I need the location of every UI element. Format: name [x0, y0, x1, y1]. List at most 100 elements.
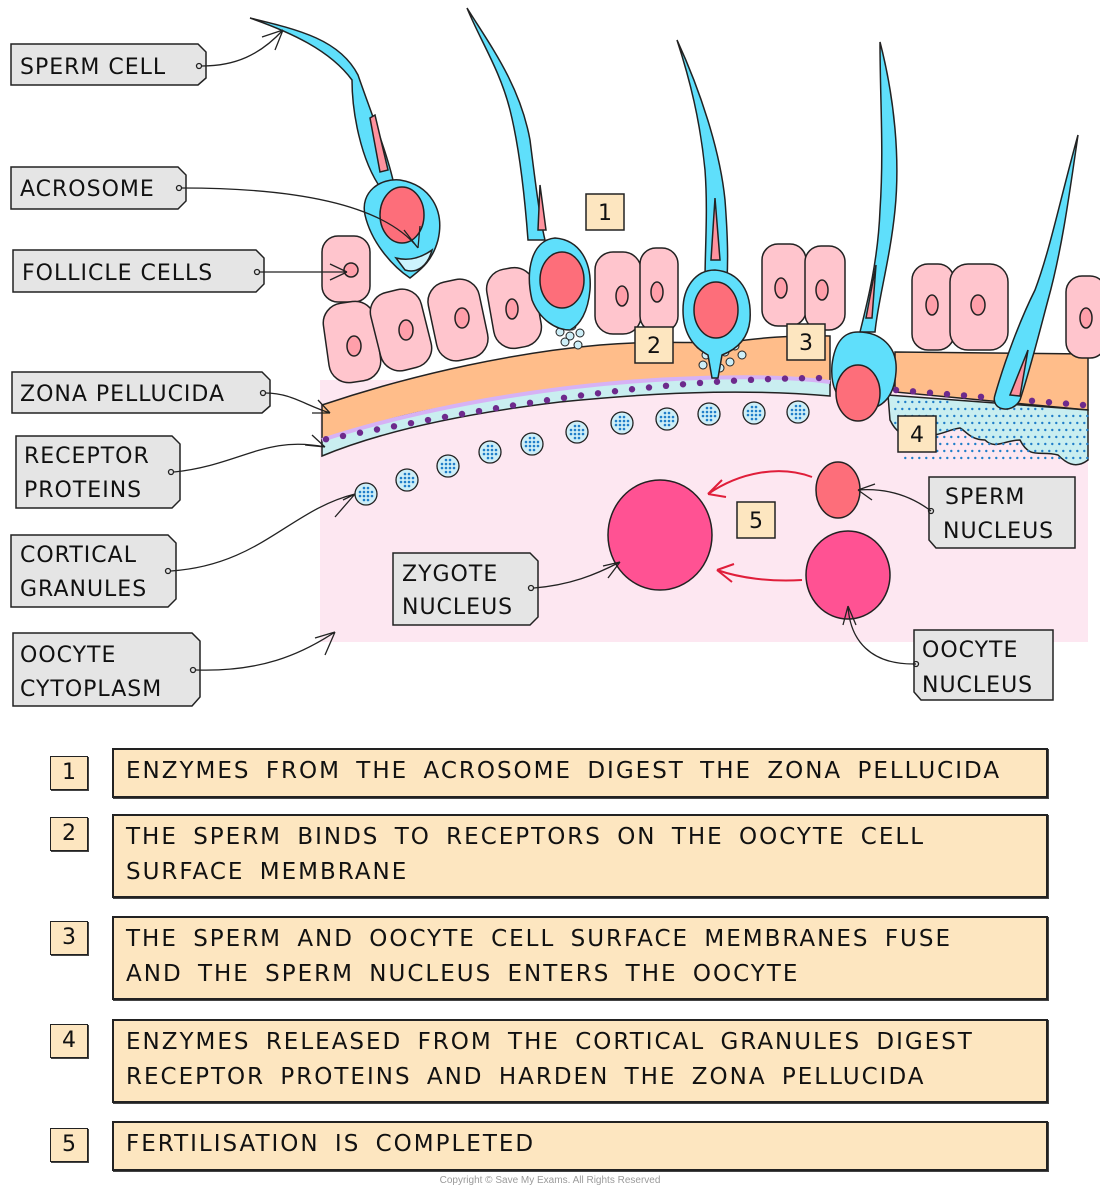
marker-5-text: 5 [749, 509, 763, 534]
receptor-protein [424, 416, 432, 424]
cortical-granule [697, 402, 721, 426]
cortical-granule [655, 407, 679, 431]
follicle-nucleus [343, 262, 359, 278]
step-number: 5 [50, 1128, 88, 1162]
receptor-protein [441, 413, 449, 421]
receptor-protein [1079, 401, 1087, 409]
marker-2-text: 2 [647, 334, 661, 359]
cortical-granule [436, 454, 460, 478]
step-text: FERTILISATION IS COMPLETED [112, 1121, 1048, 1171]
marker-2 [634, 326, 674, 364]
label-cortical-granules-1: CORTICAL [20, 543, 137, 568]
label-oocyte-nucleus-2: NUCLEUS [922, 673, 1033, 698]
receptor-protein [747, 376, 755, 384]
sperm-cell-4 [831, 41, 898, 422]
receptor-proteins [322, 374, 1087, 443]
label-receptor-proteins-2: PROTEINS [24, 478, 142, 503]
receptor-protein [373, 426, 381, 433]
label-acrosome: ACROSOME [20, 177, 155, 202]
zygote-nucleus [607, 479, 713, 591]
cortical-granule [478, 440, 502, 464]
cortical-granule [742, 401, 766, 425]
cortical-granule [610, 411, 634, 435]
label-zygote-nucleus-2: NUCLEUS [402, 595, 513, 620]
receptor-protein [662, 382, 670, 390]
receptor-protein [679, 381, 687, 388]
receptor-protein [526, 399, 534, 407]
label-sperm-nucleus-1: SPERM [945, 485, 1025, 510]
receptor-protein [509, 402, 517, 409]
receptor-protein [977, 393, 985, 400]
step-number: 4 [50, 1024, 88, 1058]
receptor-protein [560, 394, 568, 402]
receptor-protein [407, 419, 415, 427]
follicle-cells [321, 235, 1100, 384]
marker-1-text: 1 [598, 201, 612, 226]
receptor-protein [594, 390, 602, 397]
receptor-protein [390, 423, 398, 430]
receptor-protein [611, 388, 619, 395]
cortical-granules [354, 400, 810, 506]
step-number: 3 [50, 921, 88, 955]
marker-3-text: 3 [799, 331, 813, 356]
step-number: 1 [50, 756, 88, 790]
receptor-protein [492, 405, 500, 412]
receptor-protein [960, 392, 968, 399]
pointer-lines [164, 29, 935, 674]
step-text: ENZYMES RELEASED FROM THE CORTICAL GRANU… [112, 1019, 1048, 1103]
fertilisation-diagram: 1 2 3 4 5 SPERM CELL ACROSOME FOLLICLE C… [10, 7, 1100, 707]
oocyte-nucleus [805, 530, 891, 620]
receptor-protein [892, 386, 900, 394]
receptor-protein [713, 378, 721, 385]
receptor-protein [781, 375, 789, 382]
marker-4 [897, 415, 937, 453]
cortical-granule [395, 468, 419, 492]
sperm-cell-2 [466, 7, 591, 331]
receptor-protein [696, 379, 704, 387]
receptor-protein [943, 390, 951, 398]
label-sperm-nucleus-2: NUCLEUS [943, 519, 1054, 544]
hardened-granule-dots [894, 400, 1089, 460]
marker-3 [786, 323, 826, 361]
step-text: ENZYMES FROM THE ACROSOME DIGEST THE ZON… [112, 748, 1048, 798]
step-number: 2 [50, 817, 88, 851]
cortical-granule [786, 400, 810, 424]
label-receptor-proteins-1: RECEPTOR [24, 444, 150, 469]
receptor-protein [909, 388, 917, 395]
step-text: THE SPERM AND OOCYTE CELL SURFACE MEMBRA… [112, 916, 1048, 1000]
receptor-protein [1045, 399, 1053, 406]
receptor-protein [543, 397, 551, 404]
receptor-protein [730, 377, 738, 384]
sperm-cell-1 [249, 17, 441, 279]
receptor-protein [815, 374, 823, 382]
receptor-protein [1062, 400, 1070, 407]
label-tags [10, 43, 1076, 707]
receptor-protein [926, 389, 934, 396]
cortical-granule [565, 420, 589, 444]
receptor-protein [475, 407, 483, 415]
marker-5 [736, 501, 776, 539]
marker-4-text: 4 [910, 423, 924, 448]
diagram-markers [585, 193, 937, 539]
receptor-protein [322, 436, 330, 443]
label-sperm-cell: SPERM CELL [20, 55, 166, 80]
label-oocyte-nucleus-1: OOCYTE [922, 638, 1018, 663]
label-oocyte-cytoplasm-1: OOCYTE [20, 643, 116, 668]
label-cortical-granules-2: GRANULES [20, 577, 147, 602]
receptor-protein [764, 375, 772, 383]
receptor-protein [798, 375, 806, 382]
cortical-granule [354, 482, 378, 506]
sperm-nucleus [815, 461, 861, 519]
receptor-protein [628, 386, 636, 393]
step-text: THE SPERM BINDS TO RECEPTORS ON THE OOCY… [112, 814, 1048, 898]
marker-1 [585, 193, 625, 231]
nucleus-fusion-arrows [707, 470, 813, 583]
receptor-protein [458, 410, 466, 418]
receptor-protein [645, 384, 653, 391]
sperm-cell-3 [676, 39, 751, 379]
receptor-protein [577, 392, 585, 399]
label-zona-pellucida: ZONA PELLUCIDA [20, 382, 225, 407]
label-follicle-cells: FOLLICLE CELLS [22, 261, 213, 286]
receptor-protein [356, 429, 364, 436]
receptor-protein [339, 432, 347, 440]
